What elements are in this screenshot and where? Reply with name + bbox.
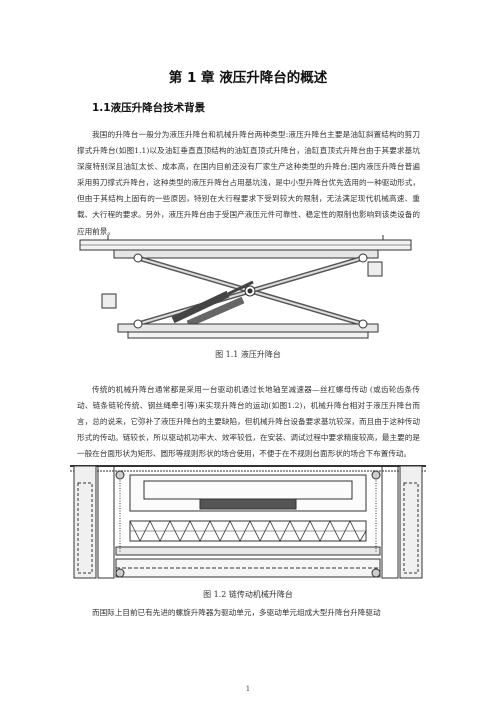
- figure1-caption: 图 1.1 液压升降台: [215, 350, 281, 359]
- paragraph-screw-lift: 而国际上目前已有先进的螺旋升降器为驱动单元，多驱动单元组成大型升降台升降驱动: [92, 608, 381, 617]
- paragraph-mechanical-lift: 传统的机械升降台通常都是采用一台驱动机通过长地轴至减速器—丝杠螺母传动 (或齿轮…: [77, 385, 420, 459]
- chapter-title: 第 1 章 液压升降台的概述: [168, 70, 328, 86]
- figure-chain-lift: [70, 465, 426, 579]
- section-title: 1.1液压升降台技术背景: [92, 102, 206, 114]
- page-number: 1: [245, 685, 251, 693]
- paragraph-hydraulic-lift: 我国的升降台一般分为液压升降台和机械升降台两种类型:液压升降台主要是油缸斜置结构…: [77, 130, 420, 236]
- figure2-caption: 图 1.2 链传动机械升降台: [203, 590, 293, 599]
- figure-scissor-lift: [79, 235, 412, 339]
